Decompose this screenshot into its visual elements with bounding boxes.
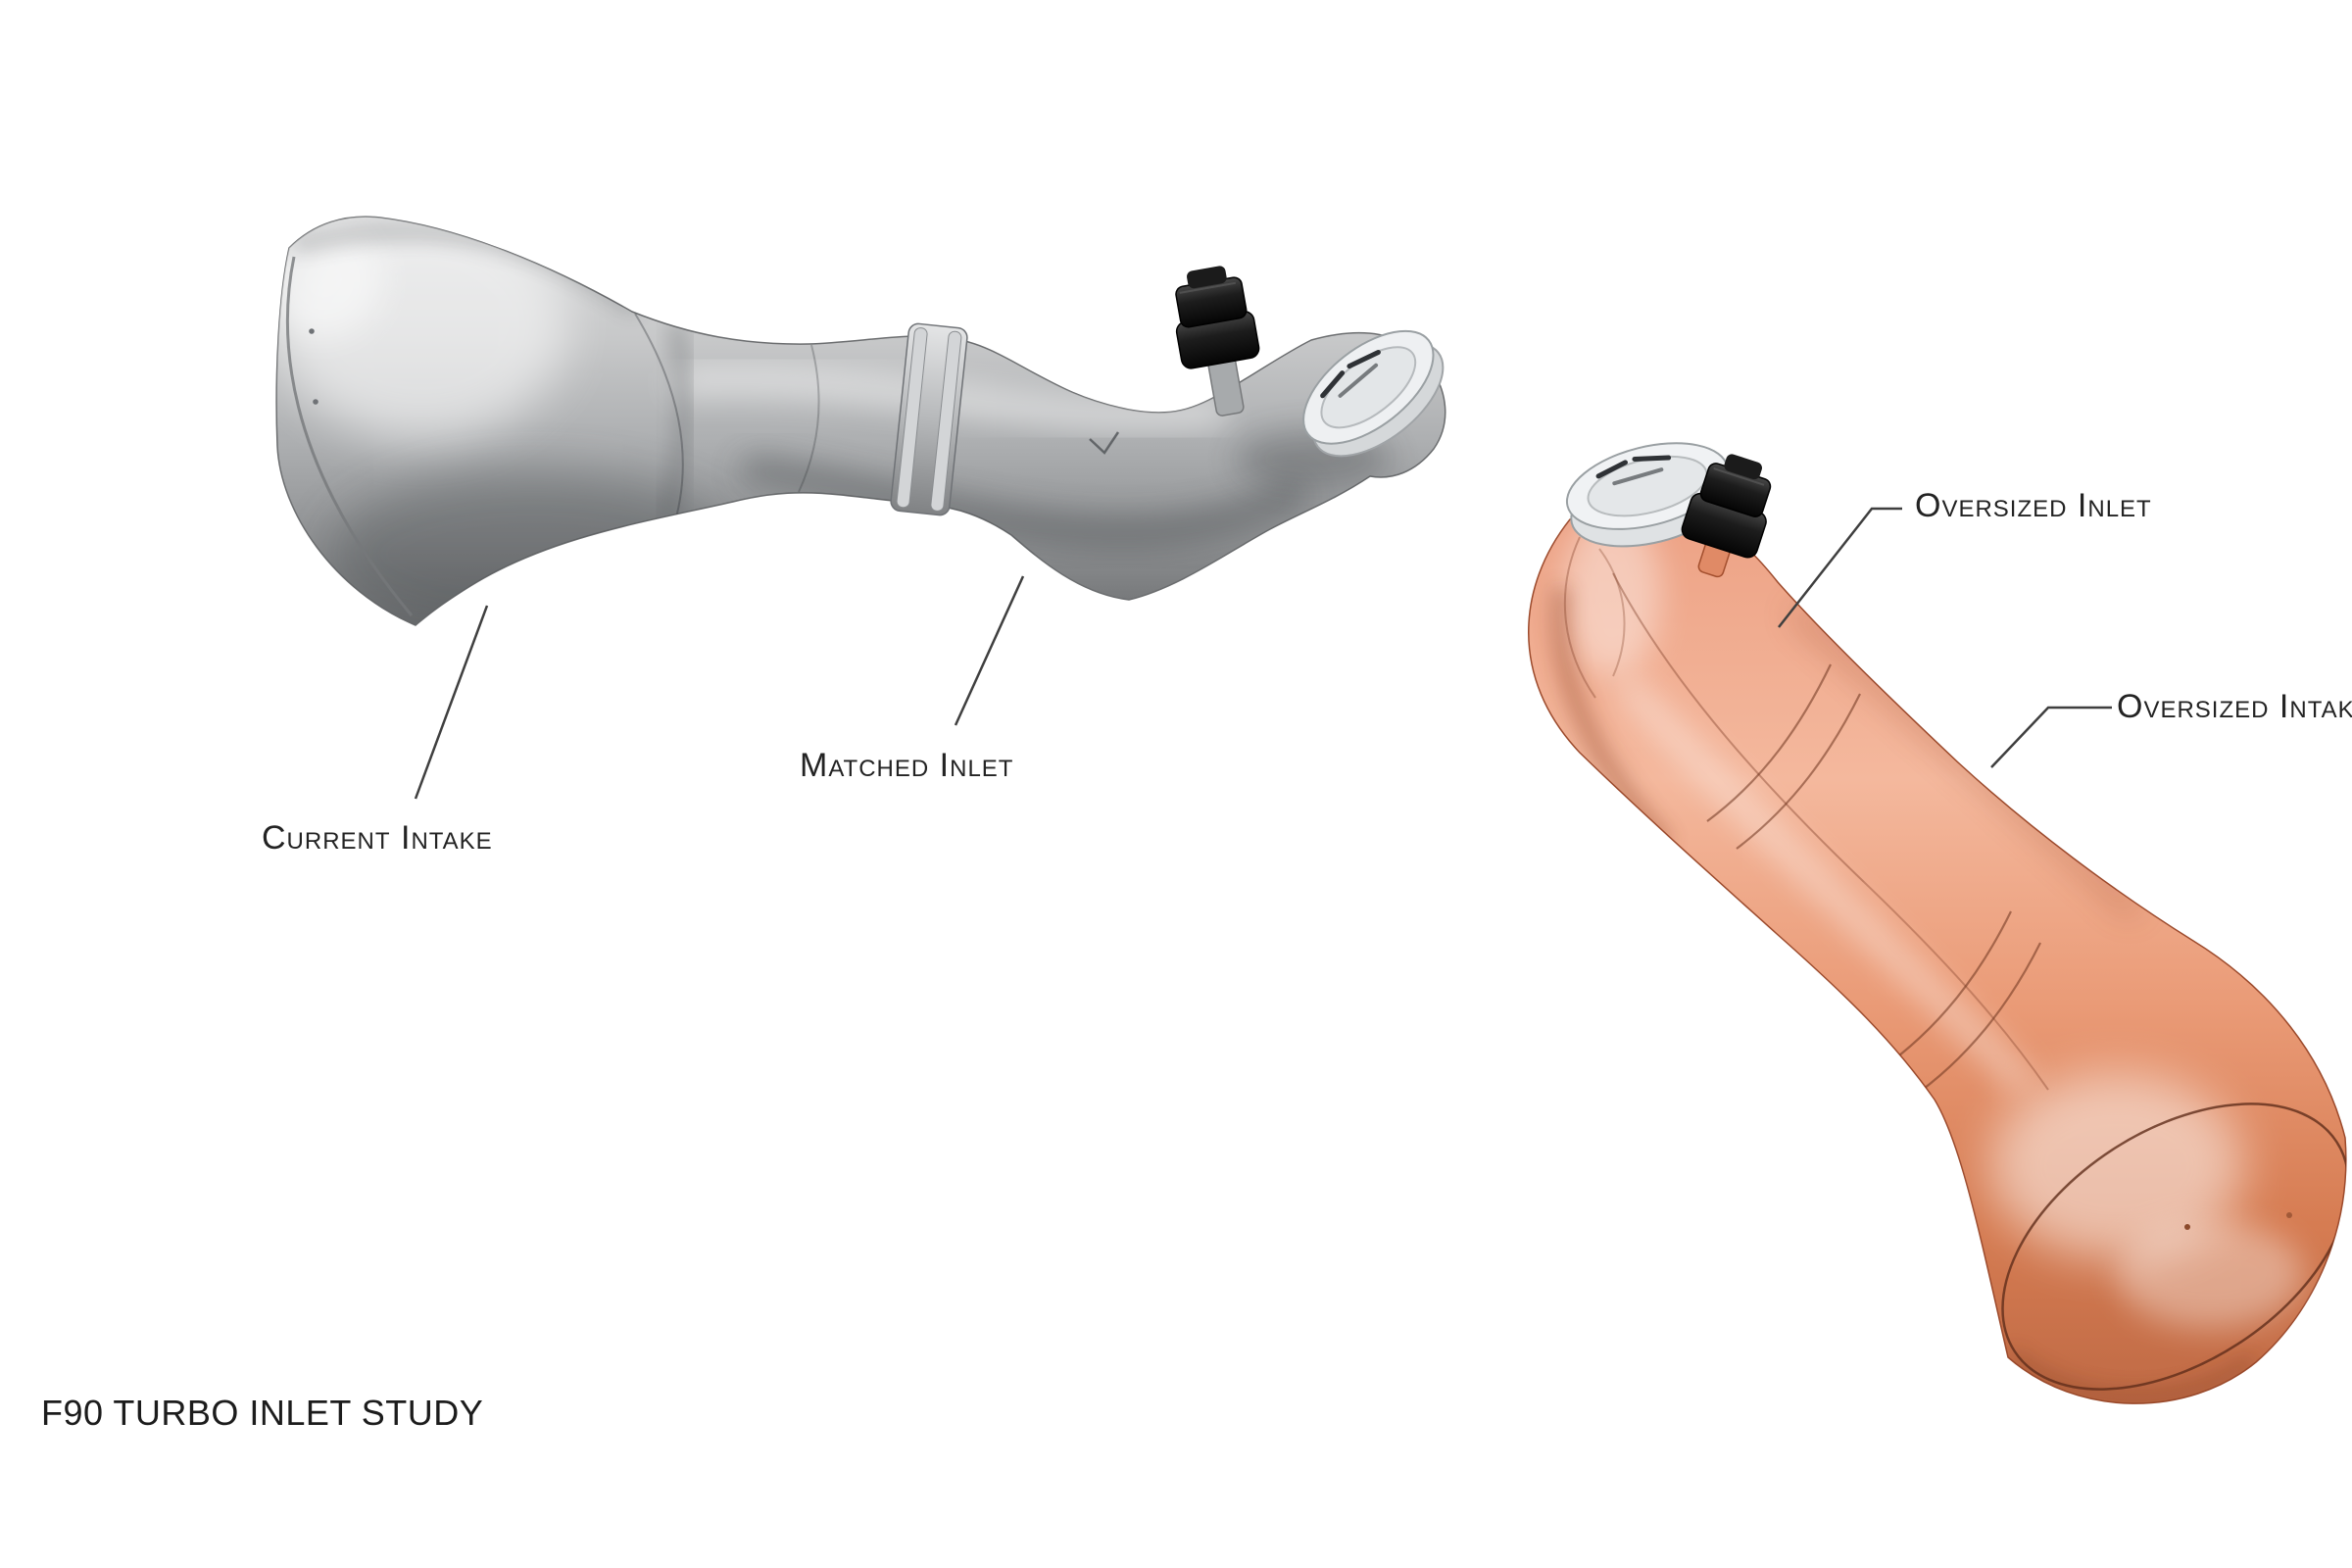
gray-sensor-fitting [1175, 266, 1260, 416]
hose-clamp [890, 322, 968, 516]
leader-lines [414, 507, 2112, 800]
bell-rim-edge [285, 256, 414, 616]
current-intake-shading [276, 217, 1392, 625]
current-intake-rendering [275, 216, 1446, 626]
label-oversized-inlet: Oversized Inlet [1915, 487, 2152, 524]
bell-rim-edge [2001, 1102, 2346, 1391]
label-current-intake: Current Intake [262, 819, 493, 857]
orange-inlet-cap [1565, 442, 1734, 548]
leader-matched-inlet [954, 575, 1025, 726]
sensor-cap [1724, 454, 1762, 480]
sensor-cap [1187, 266, 1227, 289]
leader-oversized-inlet [1778, 507, 1902, 628]
surface-mark [1089, 431, 1120, 455]
ring-groove [1736, 693, 1861, 850]
leader-oversized-intake [1990, 706, 2112, 768]
ring-groove [1908, 942, 2041, 1101]
oversized-intake-rendering [1527, 442, 2347, 1404]
study-title: F90 TURBO INLET STUDY [41, 1393, 484, 1433]
ring-groove [1879, 910, 2012, 1071]
gray-outlet-cap [1302, 329, 1445, 458]
leader-current-intake [414, 605, 489, 800]
label-oversized-intake: Oversized Intake [2117, 688, 2352, 725]
label-matched-inlet: Matched Inlet [800, 747, 1014, 784]
orange-sensor-fitting [1681, 454, 1772, 578]
ring-groove [1706, 663, 1832, 822]
